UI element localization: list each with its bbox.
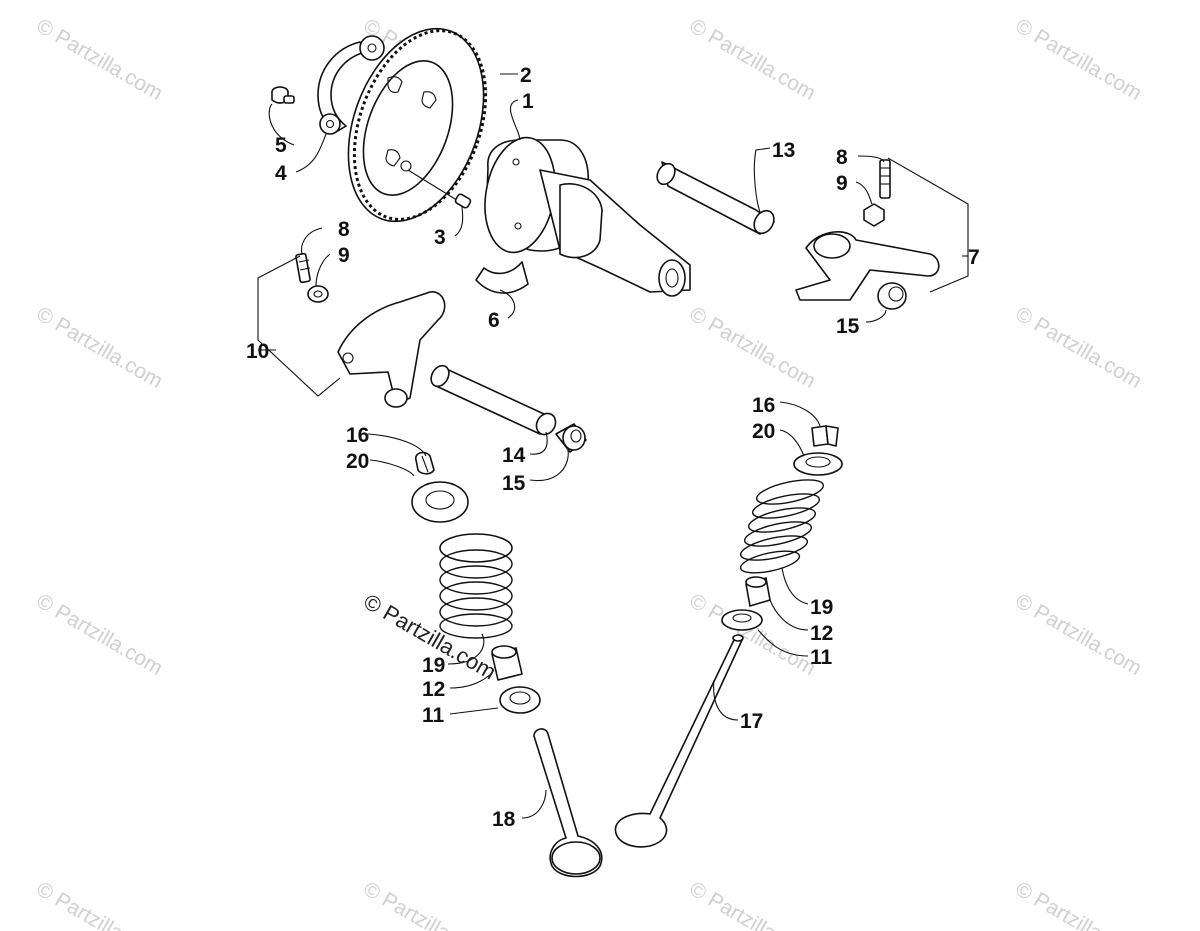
part-2-cam-sprocket [347,27,488,223]
part-16-keepers-left [415,451,435,475]
part-3-dowel-pin [407,169,472,209]
leader-lines [257,73,969,819]
part-20-retainer-right [793,452,843,476]
callout-20-right: 20 [752,420,775,443]
callout-11-left: 11 [422,704,445,727]
callout-11-right: 11 [810,646,833,669]
callout-9-right: 9 [836,172,848,195]
part-11-seat-right [721,609,763,631]
part-20-retainer-left [411,481,469,523]
watermark-10: © Partzilla.com [1012,589,1146,680]
callout-5: 5 [275,134,287,157]
watermark-12: © Partzilla.com [360,877,494,931]
callout-1: 1 [522,90,534,113]
callout-20-left: 20 [346,450,369,473]
watermark-4: © Partzilla.com [1012,14,1146,105]
callout-8-left: 8 [338,218,350,241]
callout-8-right: 8 [836,146,848,169]
part-14-rocker-shaft [430,364,557,436]
part-13-rocker-shaft [656,161,775,235]
callout-14: 14 [502,444,526,467]
watermark-1: © Partzilla.com [33,14,167,105]
watermark-13: © Partzilla.com [686,877,820,931]
part-1-camshaft [484,136,691,297]
part-12-seal-left [491,645,523,681]
part-4-retaining-ring [317,35,385,135]
part-7-rocker-arm [795,231,940,301]
callout-12-right: 12 [810,622,833,645]
callout-16-right: 16 [752,394,775,417]
callout-6: 6 [488,309,500,332]
callout-15-right: 15 [836,315,860,338]
watermark-5: © Partzilla.com [33,302,167,393]
part-8-9-adjuster-right [863,159,891,227]
watermark-7: © Partzilla.com [1012,302,1146,393]
part-19-spring-right [739,479,825,574]
part-16-keepers-right [811,425,839,447]
watermark-14: © Partzilla.com [1012,877,1146,931]
watermark-6: © Partzilla.com [686,302,820,393]
part-18-valve [533,728,603,878]
part-19-spring-left [439,533,513,639]
callout-7: 7 [968,246,980,269]
callout-4: 4 [275,162,287,185]
watermark-11: © Partzilla.com [33,877,167,931]
watermark-grid: © Partzilla.com © Partzilla.com © Partzi… [33,14,1146,931]
watermark-3: © Partzilla.com [686,14,820,105]
callout-18: 18 [492,808,516,831]
part-15-bushing-right [877,282,907,310]
part-17-valve [614,634,744,848]
callout-19-right: 19 [810,596,833,619]
watermark-8: © Partzilla.com [33,589,167,680]
callout-15-left: 15 [502,472,526,495]
callout-9-left: 9 [338,244,350,267]
callout-16-left: 16 [346,424,369,447]
part-11-seat-left [499,686,541,714]
part-5-bolt [271,86,295,104]
callout-12-left: 12 [422,678,445,701]
callout-10: 10 [246,340,269,363]
part-15-bushing-left [555,423,587,453]
callout-numbers: 2 1 5 4 3 6 13 8 9 7 15 8 9 10 16 20 14 … [246,64,980,831]
callout-17: 17 [740,710,763,733]
callout-2: 2 [520,64,532,87]
part-6-half-ring [475,261,529,294]
callout-3: 3 [434,226,446,249]
part-12-seal-right [745,576,771,607]
part-8-9-adjuster-left [295,252,329,303]
part-10-rocker-arm [337,291,446,408]
callout-19-left: 19 [422,654,445,677]
callout-13: 13 [772,139,795,162]
